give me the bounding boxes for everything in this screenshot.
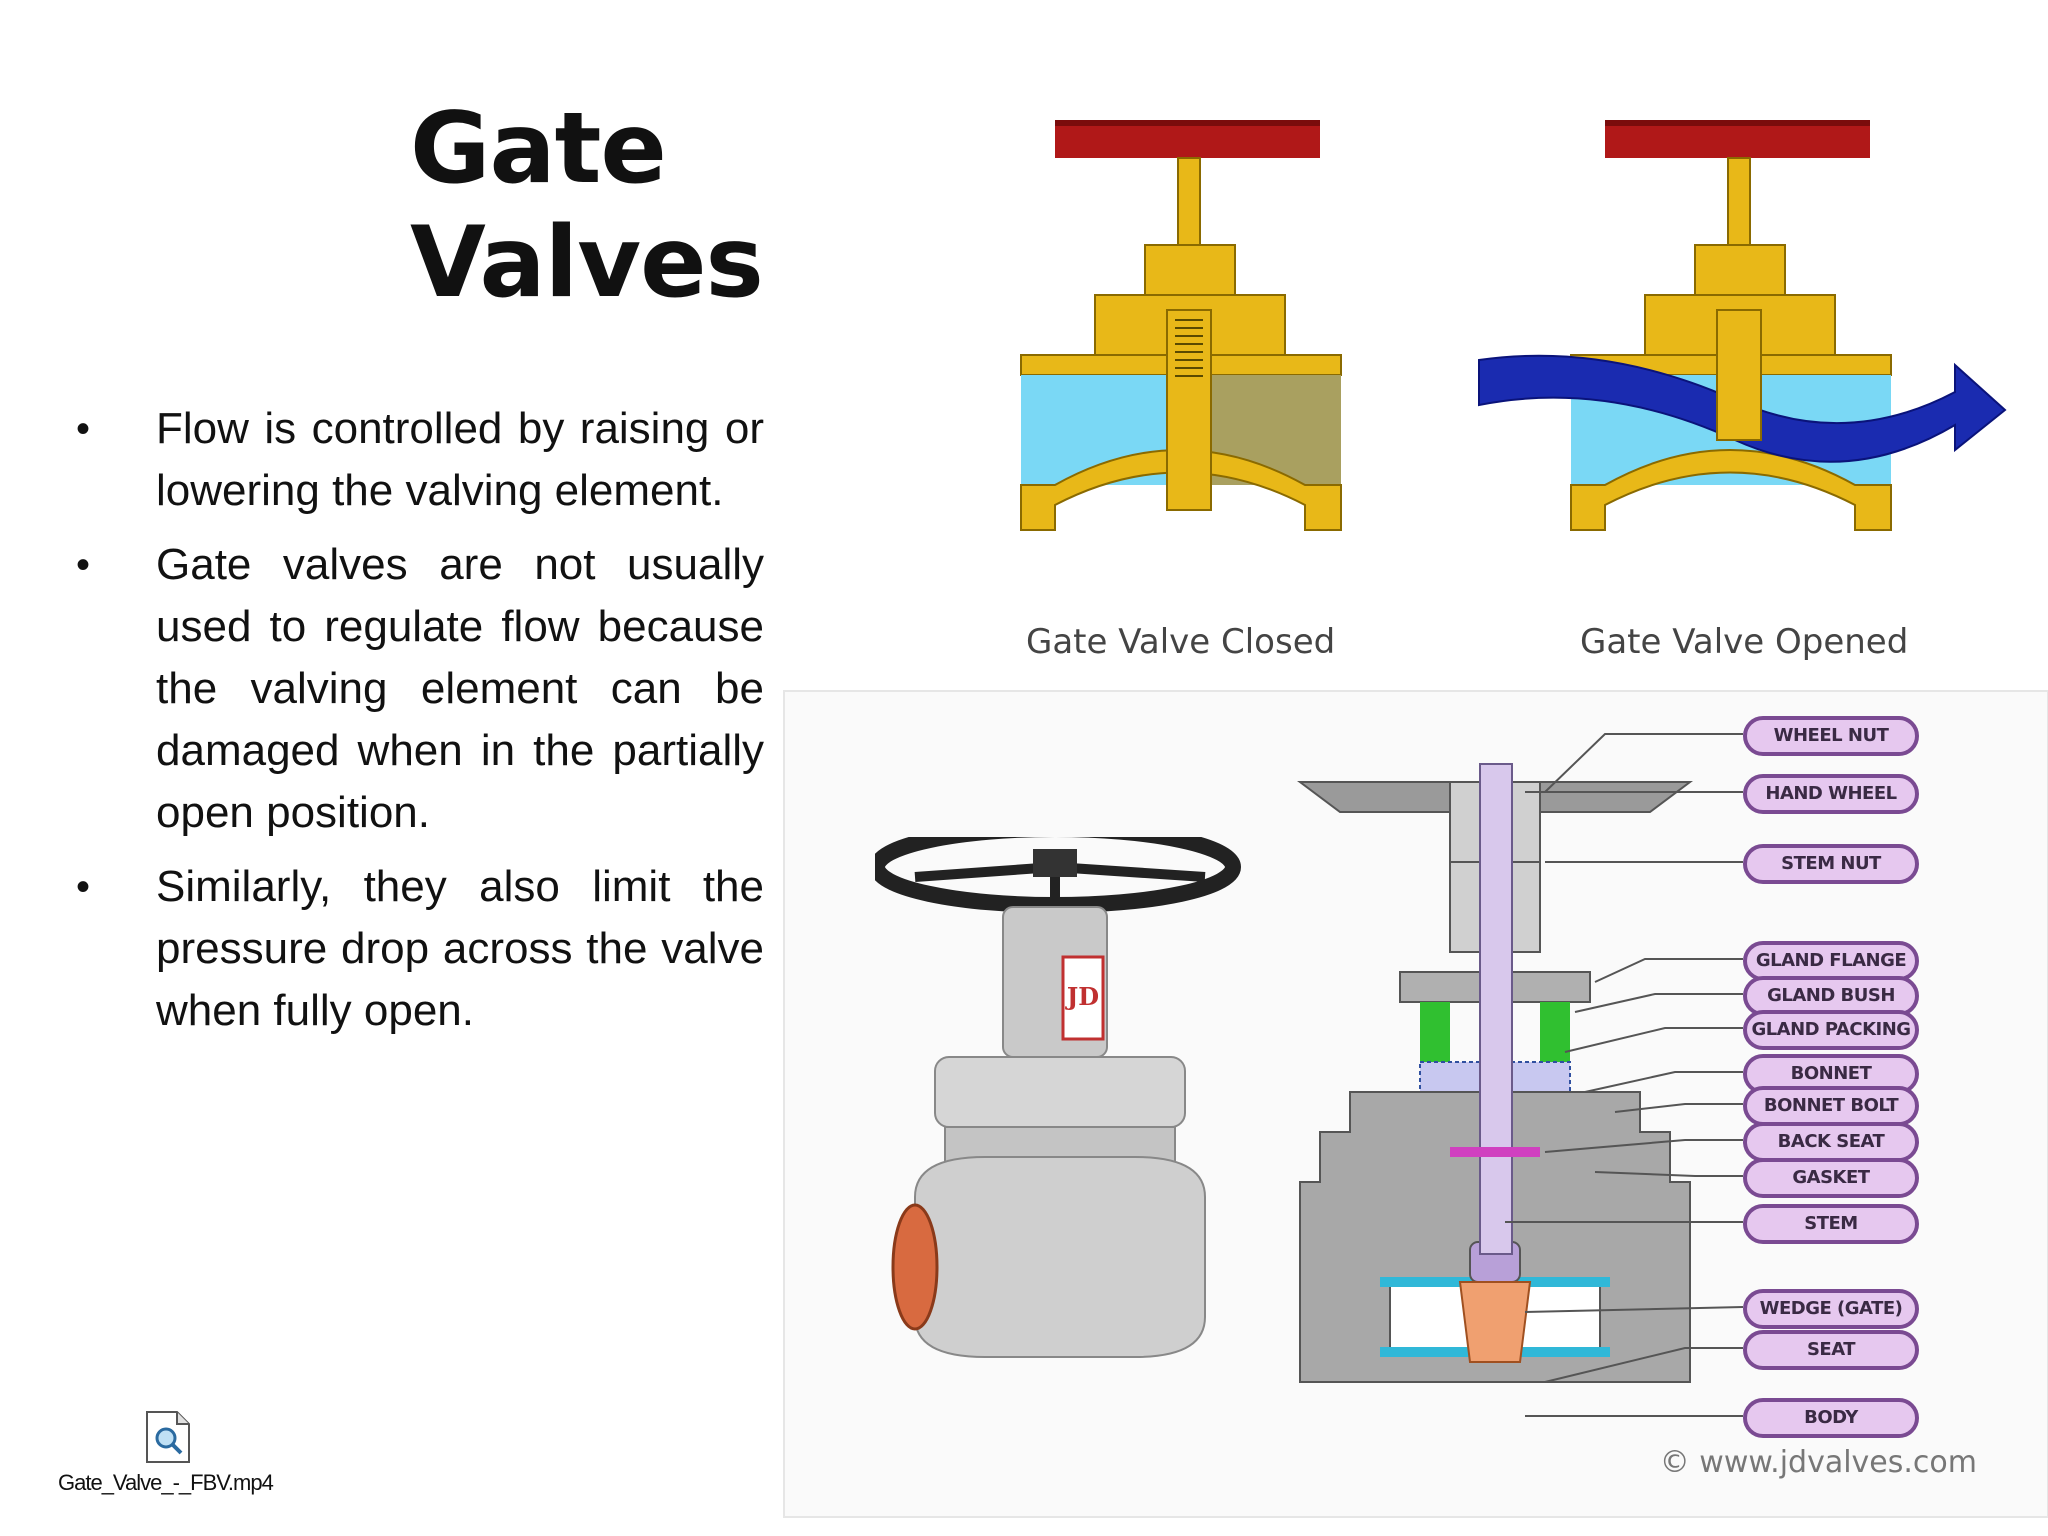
bullet-dot: •	[76, 865, 91, 909]
callout-gland-flange: GLAND FLANGE	[1743, 941, 1919, 981]
bullet-text: Gate valves are not usually used to regu…	[156, 540, 764, 837]
gate-valve-closed-illustration	[1020, 120, 1342, 531]
callout-gland-packing: GLAND PACKING	[1743, 1010, 1919, 1050]
gate-valve-photo: JD	[875, 837, 1241, 1358]
copyright-text: © www.jdvalves.com	[1659, 1445, 1977, 1480]
callout-wheel-nut: WHEEL NUT	[1743, 716, 1919, 756]
callout-bonnet-bolt: BONNET BOLT	[1743, 1086, 1919, 1126]
closed-caption: Gate Valve Closed	[1026, 622, 1336, 662]
gate-valve-parts-panel: JD	[783, 690, 2048, 1518]
bullet-dot: •	[76, 543, 91, 587]
callout-gasket: GASKET	[1743, 1158, 1919, 1198]
callout-hand-wheel: HAND WHEEL	[1743, 774, 1919, 814]
video-file-label[interactable]: Gate_Valve_-_FBV.mp4	[58, 1470, 274, 1495]
bullet-dot: •	[76, 407, 91, 451]
bullet-item: • Similarly, they also limit the pressure…	[70, 856, 764, 1042]
callout-stem: STEM	[1743, 1204, 1919, 1244]
callout-stem-nut: STEM NUT	[1743, 844, 1919, 884]
callout-leader-lines	[1505, 733, 1744, 1417]
video-file-icon[interactable]	[145, 1410, 191, 1464]
callout-body: BODY	[1743, 1398, 1919, 1438]
callout-wedge-gate: WEDGE (GATE)	[1743, 1289, 1919, 1329]
bullet-item: • Gate valves are not usually used to reg…	[70, 534, 764, 844]
opened-caption: Gate Valve Opened	[1580, 622, 1909, 662]
photo-badge-text: JD	[1065, 982, 1099, 1011]
bullet-list: • Flow is controlled by raising or loweri…	[70, 398, 764, 1054]
bullet-text: Similarly, they also limit the pressure …	[156, 862, 764, 1035]
bullet-text: Flow is controlled by raising or lowerin…	[156, 404, 764, 515]
slide-title: Gate Valves	[410, 92, 764, 320]
gate-valve-opened-illustration	[1478, 120, 2007, 531]
bullet-item: • Flow is controlled by raising or loweri…	[70, 398, 764, 522]
callout-back-seat: BACK SEAT	[1743, 1122, 1919, 1162]
callout-seat: SEAT	[1743, 1330, 1919, 1370]
